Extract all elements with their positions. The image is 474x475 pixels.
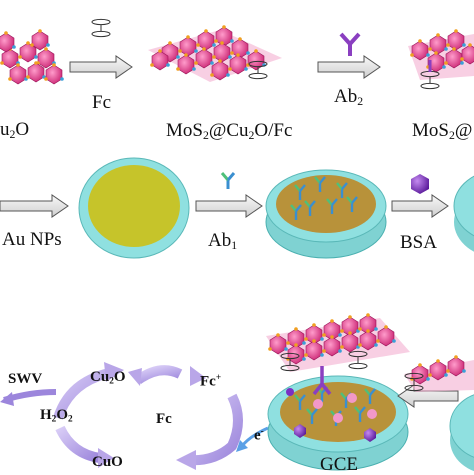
electron-transfer-arrow [236,426,269,452]
arrow-ab1-step [195,194,263,218]
mos2-cu2o-fc-sheet [148,24,282,82]
label-mos2-cu2o-fc: MoS2@Cu2O/Fc [166,120,293,142]
label-au-nps: Au NPs [2,229,62,250]
label-gce: GCE [320,454,358,475]
ab2-antibody-icon [339,32,361,56]
arrow-ab2-step [317,55,381,79]
gce-partial-electrode-bottom [449,394,474,472]
label-mos2-partial: MoS2@ [412,120,473,142]
cu2o-crystal-cluster [0,28,65,85]
label-swv: SWV [8,371,43,387]
gce-au-nps-electrode [78,157,190,259]
redox-cycle-right [128,365,243,470]
probe-partial-right [404,354,474,392]
label-h2o2: H2O2 [40,407,73,425]
ferrocene-molecule-icon [91,18,111,38]
label-bsa: BSA [400,232,437,253]
ab1-antibody-icon [220,172,236,189]
label-fc: Fc [92,92,111,113]
bsa-molecule-icon [411,174,429,194]
sensing-electrode-gce [267,375,409,471]
arrow-into-au-step [0,194,69,218]
label-ab1: Ab1 [208,230,238,252]
arrow-bsa-step [391,194,449,218]
label-cuo: CuO [92,454,123,470]
label-cu2o-partial: u2O [0,119,30,141]
label-cu2o: Cu2O [90,369,126,387]
arrow-fc-step [69,55,133,79]
mos2-cu2o-fc-ab2-sheet [408,28,474,90]
label-electron: e- [254,427,264,444]
bound-probe-sheet [266,312,410,396]
gce-partial-electrode [453,175,474,252]
label-ab2: Ab2 [334,86,364,108]
swv-output-arrow [0,389,57,406]
label-fc-plus: Fc+ [200,373,222,390]
label-fc-cycle: Fc [156,411,172,427]
redox-cycle-left [53,362,124,468]
gce-au-ab1-electrode [265,169,387,259]
